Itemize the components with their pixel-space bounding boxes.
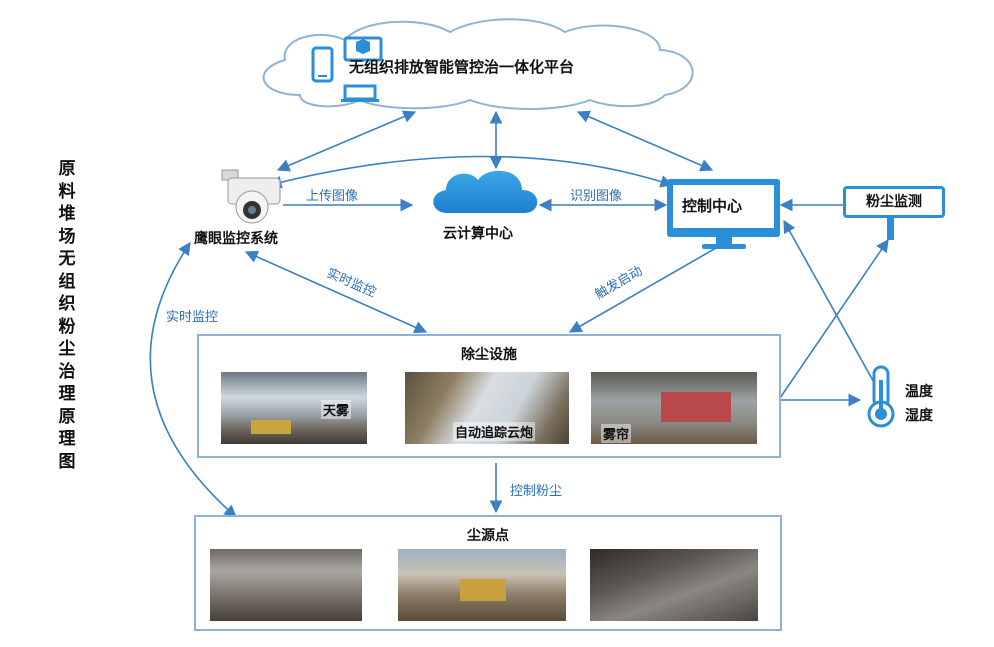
arrow-platform-camera (276, 110, 417, 172)
arrow-temp-control (783, 219, 877, 387)
cloud-compute-label: 云计算中心 (443, 226, 513, 242)
phone-icon (311, 46, 334, 83)
camera-label: 鹰眼监控系统 (194, 231, 278, 247)
arrow-platform-control (576, 110, 714, 172)
photo-source-shed (210, 549, 362, 621)
dust-monitor-pole (887, 218, 894, 240)
edge-label-upload: 上传图像 (306, 189, 359, 204)
arrow-removal-dustmonitor (779, 238, 889, 399)
photo-source-conveyor (590, 549, 758, 621)
edge-label-realtime-side: 实时监控 (166, 310, 219, 325)
dust-removal-title: 除尘设施 (461, 347, 517, 363)
arrow-camera-removal (244, 250, 428, 334)
photo-sky-mist: 天雾 (221, 372, 367, 444)
platform-label: 无组织排放智能管控治一体化平台 (349, 58, 575, 76)
photo-cloud-cannon: 自动追踪云炮 (405, 372, 569, 444)
arrow-control-removal (568, 247, 717, 333)
laptop-icon (341, 84, 379, 102)
thermometer-icon (867, 365, 895, 428)
arrow-camera-control-arc (268, 155, 674, 189)
cloud-compute-icon (433, 170, 538, 213)
edge-label-control-dust: 控制粉尘 (510, 484, 563, 499)
photo-mist-curtain: 雾帘 (591, 372, 757, 444)
monitor-box-icon (343, 36, 383, 62)
control-center-monitor-icon (667, 179, 780, 249)
security-camera-icon (221, 169, 281, 224)
dust-source-box: 尘源点 (194, 515, 782, 631)
photo-label-cloud-cannon: 自动追踪云炮 (453, 422, 536, 441)
dust-removal-box: 除尘设施 天雾 自动追踪云炮 雾帘 (197, 334, 781, 458)
edge-label-recognize: 识别图像 (570, 189, 623, 204)
photo-label-mist-curtain: 雾帘 (601, 424, 632, 443)
dust-source-title: 尘源点 (467, 528, 509, 544)
photo-source-loader (398, 549, 566, 621)
dust-monitor-sign: 粉尘监测 (843, 186, 945, 218)
vertical-title: 原料堆场无组织粉尘治理原理图 (58, 159, 76, 472)
control-center-label: 控制中心 (682, 197, 743, 215)
temp-humidity-label: 温度 湿度 (905, 384, 933, 424)
arrow-camera-source-arc (149, 241, 237, 518)
photo-label-sky-mist: 天雾 (321, 400, 352, 419)
